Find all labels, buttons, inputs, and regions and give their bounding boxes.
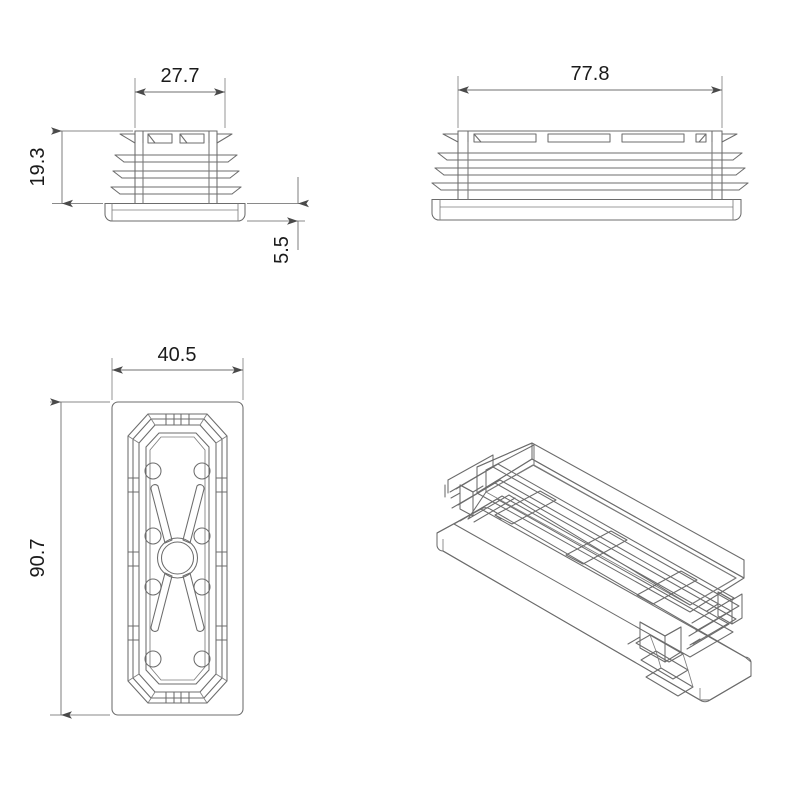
view-front-wide bbox=[431, 130, 749, 221]
fin-tip-top-wide bbox=[442, 133, 738, 143]
plan-plug-wall-2 bbox=[138, 424, 217, 693]
retention-fins-narrow bbox=[110, 154, 242, 195]
iso-corner-tab bbox=[627, 621, 701, 663]
dim-40-5-label: 40.5 bbox=[158, 344, 197, 366]
inner-rib-hints-wide bbox=[467, 142, 713, 200]
top-slot-openings-narrow bbox=[147, 133, 205, 144]
plug-body-walls-narrow bbox=[134, 130, 218, 205]
flange-base-wide bbox=[431, 198, 742, 221]
iso-front-slots bbox=[494, 490, 698, 605]
dim-77-8: 77.8 bbox=[457, 63, 723, 128]
dim-27-7-label: 27.7 bbox=[161, 65, 200, 87]
retention-fins-wide bbox=[431, 152, 749, 191]
iso-cavity-inner bbox=[485, 445, 737, 606]
iso-right-rib bbox=[706, 591, 743, 625]
plan-side-lugs bbox=[127, 477, 228, 641]
view-top-plan bbox=[111, 401, 244, 716]
plan-outer-flange bbox=[111, 401, 244, 716]
top-slot-openings-wide bbox=[473, 133, 707, 143]
dim-27-7: 27.7 bbox=[134, 65, 226, 128]
iso-plug-outer-wall bbox=[444, 454, 494, 498]
dim-19-3-label: 19.3 bbox=[27, 148, 49, 187]
inner-rib-hints-narrow bbox=[142, 143, 210, 204]
flange-base-narrow bbox=[104, 202, 246, 222]
plan-inner-plate-offset bbox=[149, 436, 206, 681]
plan-plug-outer-octagon bbox=[127, 413, 228, 704]
dim-90-7-label: 90.7 bbox=[27, 539, 49, 578]
dim-90-7: 90.7 bbox=[27, 398, 110, 719]
dim-19-3: 19.3 bbox=[27, 127, 133, 208]
plan-centre-tabs bbox=[165, 413, 190, 704]
dim-5-5: 5.5 bbox=[247, 177, 309, 264]
plan-small-holes bbox=[144, 462, 211, 668]
dim-77-8-label: 77.8 bbox=[571, 63, 610, 85]
iso-corner-step-cap bbox=[635, 634, 694, 697]
iso-top-rim bbox=[476, 458, 745, 613]
plan-corner-hints bbox=[127, 413, 228, 704]
iso-sloped-face-edges bbox=[467, 491, 691, 606]
dim-5-5-label: 5.5 bbox=[271, 236, 293, 264]
dim-40-5: 40.5 bbox=[111, 344, 244, 400]
plan-x-ribs bbox=[150, 484, 205, 632]
plan-centre-boss bbox=[156, 537, 199, 579]
view-isometric bbox=[436, 442, 752, 703]
view-front-narrow bbox=[104, 130, 246, 222]
fin-tip-top-narrow bbox=[119, 133, 233, 144]
plug-body-walls-wide bbox=[457, 130, 723, 201]
plan-inner-plate bbox=[145, 432, 210, 685]
iso-left-tab-stack bbox=[450, 484, 484, 517]
iso-flange-plate bbox=[436, 507, 752, 703]
